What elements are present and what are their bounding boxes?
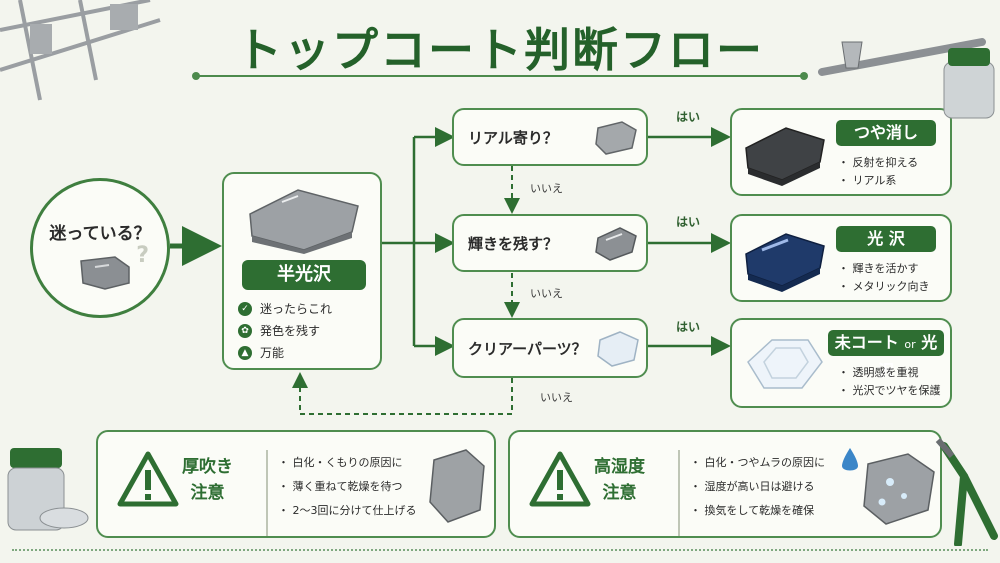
result-item: ・ 輝きを活かす — [838, 262, 919, 275]
result-item: ・ リアル系 — [838, 174, 897, 187]
matte-part-icon — [745, 127, 825, 186]
water-drop-part-icon — [842, 448, 935, 525]
footer-divider — [12, 549, 988, 551]
no-label: いいえ — [530, 182, 563, 195]
warning-item: ・ 薄く重ねて乾燥を待つ — [278, 480, 403, 493]
result-item: ・ 反射を抑える — [838, 156, 919, 169]
yes-label: はい — [676, 320, 701, 334]
feature-text: 発色を残す — [260, 324, 321, 338]
warning-icon — [529, 451, 591, 507]
semi-gloss-label: 半光沢 — [242, 260, 366, 290]
nipper-tool-icon — [935, 438, 998, 546]
plastic-runner-icon — [0, 0, 161, 101]
gloss-label: 光 沢 — [836, 226, 936, 252]
start-node: 迷っている？ ? — [30, 178, 170, 318]
gloss-text: 光沢 — [877, 333, 938, 380]
gloss-part-icon — [745, 233, 825, 292]
result-matte: つや消し ・ 反射を抑える ・ リアル系 — [730, 108, 952, 196]
or-text: or — [904, 338, 916, 351]
semi-gloss-part-icon — [249, 189, 359, 254]
arrow-no-3-return — [292, 372, 513, 415]
rough-part-icon — [429, 449, 485, 523]
question-realistic: リアル寄り？ — [452, 108, 648, 166]
warning-item: ・ 白化・つやムラの原因に — [690, 456, 825, 469]
page-title: トップコート判断フロー — [236, 23, 764, 77]
semi-gloss-box: 半光沢 ✓ 迷ったらこれ ✿ 発色を残す ▲ 万能 — [222, 172, 382, 370]
airbrush-icon — [818, 38, 995, 119]
palette-icon: ✿ — [238, 323, 252, 338]
feature-text: 万能 — [260, 346, 285, 360]
question-label: 輝きを残す？ — [468, 234, 559, 253]
paint-bottle-icon — [7, 448, 89, 531]
yes-label: はい — [676, 215, 701, 229]
clear-part-icon — [597, 331, 639, 367]
result-item: ・ 光沢でツヤを保護 — [838, 384, 941, 397]
question-mark-icon: ? — [136, 243, 149, 268]
warning-thick-spray: 厚吹き 注意 ・ 白化・くもりの原因に ・ 薄く重ねて乾燥を待つ ・ 2〜3回に… — [96, 430, 496, 538]
thumbs-up-icon: ▲ — [238, 345, 252, 360]
question-label: クリアーパーツ？ — [468, 339, 587, 358]
result-item: ・ 透明感を重視 — [838, 366, 919, 379]
start-label: 迷っている？ — [49, 224, 151, 244]
check-icon: ✓ — [238, 301, 252, 316]
metal-part-icon — [595, 227, 637, 261]
warning-divider — [266, 450, 268, 536]
result-clear: 未コート or 光沢 ・ 透明感を重視 ・ 光沢でツヤを保護 — [730, 318, 952, 408]
warning-item: ・ 白化・くもりの原因に — [278, 456, 403, 469]
title-underline — [192, 72, 808, 80]
question-clear-parts: クリアーパーツ？ — [452, 318, 648, 378]
warning-item: ・ 換気をして乾燥を確保 — [690, 504, 815, 517]
uncoated-text: 未コート — [834, 333, 899, 352]
result-gloss: 光 沢 ・ 輝きを活かす ・ メタリック向き — [730, 214, 952, 302]
yes-label: はい — [676, 110, 701, 124]
warning-divider — [678, 450, 680, 536]
question-label: リアル寄り？ — [468, 128, 558, 147]
no-label: いいえ — [530, 287, 563, 300]
warning-item: ・ 湿度が高い日は避ける — [690, 480, 815, 493]
feature-item: ▲ 万能 — [238, 344, 284, 361]
warning-item: ・ 2〜3回に分けて仕上げる — [278, 504, 417, 517]
feature-text: 迷ったらこれ — [260, 302, 333, 316]
warning-title: 高湿度 注意 — [594, 457, 645, 503]
feature-item: ✓ 迷ったらこれ — [238, 300, 332, 317]
warning-title: 厚吹き 注意 — [182, 457, 233, 503]
result-item: ・ メタリック向き — [838, 280, 930, 293]
no-label: いいえ — [540, 391, 573, 404]
gray-part-icon — [595, 121, 637, 155]
question-shine: 輝きを残す？ — [452, 214, 648, 272]
warning-icon — [117, 451, 179, 507]
feature-item: ✿ 発色を残す — [238, 322, 320, 339]
plastic-part-icon — [80, 256, 130, 290]
clear-canopy-icon — [747, 339, 823, 389]
warning-humidity: 高湿度 注意 ・ 白化・つやムラの原因に ・ 湿度が高い日は避ける ・ 換気をし… — [508, 430, 942, 538]
matte-label: つや消し — [836, 120, 936, 146]
clear-result-label: 未コート or 光沢 — [828, 330, 944, 380]
